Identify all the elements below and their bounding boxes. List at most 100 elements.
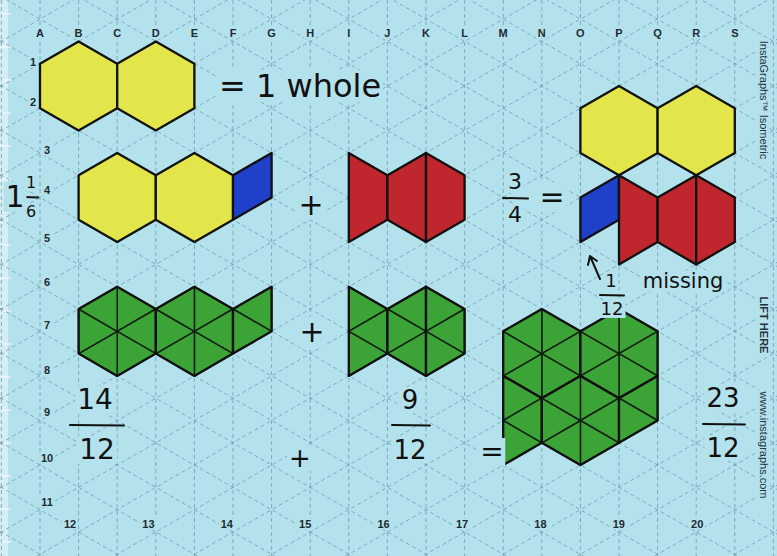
triangle-block — [542, 376, 581, 421]
lift-tab: LIFT HERE — [758, 295, 769, 356]
block-outline — [426, 287, 465, 376]
margin-mark — [0, 376, 11, 377]
denominator: 12 — [77, 436, 117, 464]
grid-line — [464, 0, 465, 556]
trapezoid-block — [619, 175, 658, 264]
grid-line — [0, 530, 777, 556]
triangle-group — [79, 287, 156, 376]
numerator: 3 — [506, 171, 524, 193]
brand-name: InstaGraphs™ Isometric — [758, 39, 769, 162]
column-letter: L — [459, 28, 470, 39]
rhombus-block — [233, 153, 272, 220]
grid-line — [0, 0, 777, 356]
grid-line — [0, 218, 777, 556]
column-number: 18 — [532, 519, 548, 530]
equals-sign: = — [537, 182, 566, 212]
denominator: 12 — [704, 435, 741, 461]
column-letter: E — [189, 28, 200, 39]
block-outline — [580, 86, 657, 175]
triangle-block — [503, 309, 542, 354]
trapezoid-block — [349, 153, 388, 242]
grid-line — [0, 0, 777, 444]
grid-line — [0, 262, 777, 556]
grid-line — [773, 0, 774, 556]
column-letter: S — [729, 28, 740, 39]
fraction-bar — [392, 424, 430, 427]
grid-line — [0, 352, 777, 556]
grid-line — [0, 41, 777, 490]
block-outline — [542, 376, 619, 465]
fraction-bar — [503, 197, 528, 200]
grid-line — [426, 0, 427, 556]
grid-line — [0, 0, 777, 176]
column-number: 19 — [611, 519, 627, 530]
fraction-bar — [600, 294, 624, 297]
block-outline — [696, 175, 735, 264]
row-number: 10 — [39, 453, 55, 464]
triangle-group — [619, 376, 658, 443]
column-number: 15 — [297, 519, 313, 530]
denominator: 12 — [391, 437, 428, 463]
grid-line — [0, 531, 777, 556]
grid-line — [0, 0, 777, 266]
hexagon-block — [117, 41, 194, 130]
numerator: 14 — [75, 386, 115, 414]
hexagon-block — [40, 41, 117, 130]
grid-line — [0, 0, 777, 400]
grid-line — [0, 485, 777, 556]
triangle-block — [387, 331, 426, 376]
arrow-line — [588, 256, 600, 279]
trapezoid-block — [426, 153, 465, 242]
grid-line — [503, 0, 504, 556]
column-letter: P — [613, 28, 624, 39]
numerator: 9 — [400, 387, 421, 413]
block-outline — [619, 175, 658, 264]
triangle-block — [349, 331, 388, 376]
triangle-block — [233, 309, 272, 354]
grid-line — [0, 0, 777, 399]
column-letter: N — [536, 28, 548, 39]
column-letter: Q — [651, 28, 664, 39]
triangle-block — [156, 287, 195, 332]
denominator: 6 — [24, 204, 38, 220]
trapezoid-block — [387, 153, 426, 242]
block-outline — [387, 287, 426, 376]
trapezoid-block — [658, 175, 697, 264]
grid-line — [0, 0, 777, 265]
grid-line — [0, 85, 777, 534]
column-number: 17 — [454, 519, 470, 530]
numerator: 1 — [24, 175, 38, 191]
column-number: 20 — [689, 519, 705, 530]
fraction-bar — [703, 423, 745, 426]
column-letter: O — [574, 28, 587, 39]
grid-line — [541, 0, 542, 556]
column-number: 14 — [219, 519, 235, 530]
triangle-group — [156, 287, 233, 376]
numerator: 23 — [704, 385, 741, 411]
triangle-block — [580, 421, 619, 466]
grid-line — [387, 0, 388, 556]
column-number: 16 — [375, 519, 391, 530]
block-outline — [658, 86, 735, 175]
column-letter: G — [265, 28, 278, 39]
column-number: 13 — [140, 519, 156, 530]
block-outline — [117, 41, 194, 130]
column-letter: K — [420, 28, 432, 39]
plus-sign: + — [287, 445, 313, 471]
fraction-bar — [70, 424, 124, 427]
margin-mark — [0, 145, 11, 146]
block-outline — [580, 175, 619, 242]
grid-line — [0, 39, 777, 488]
block-outline — [349, 287, 388, 376]
block-outline — [156, 287, 233, 376]
block-outline — [658, 175, 697, 264]
row-number: 11 — [39, 497, 55, 508]
grid-line — [0, 0, 777, 445]
row-number: 1 — [28, 57, 38, 68]
triangle-group — [503, 376, 542, 465]
hexagon-block — [658, 86, 735, 175]
denominator: 12 — [599, 300, 626, 318]
triangle-block — [117, 331, 156, 376]
